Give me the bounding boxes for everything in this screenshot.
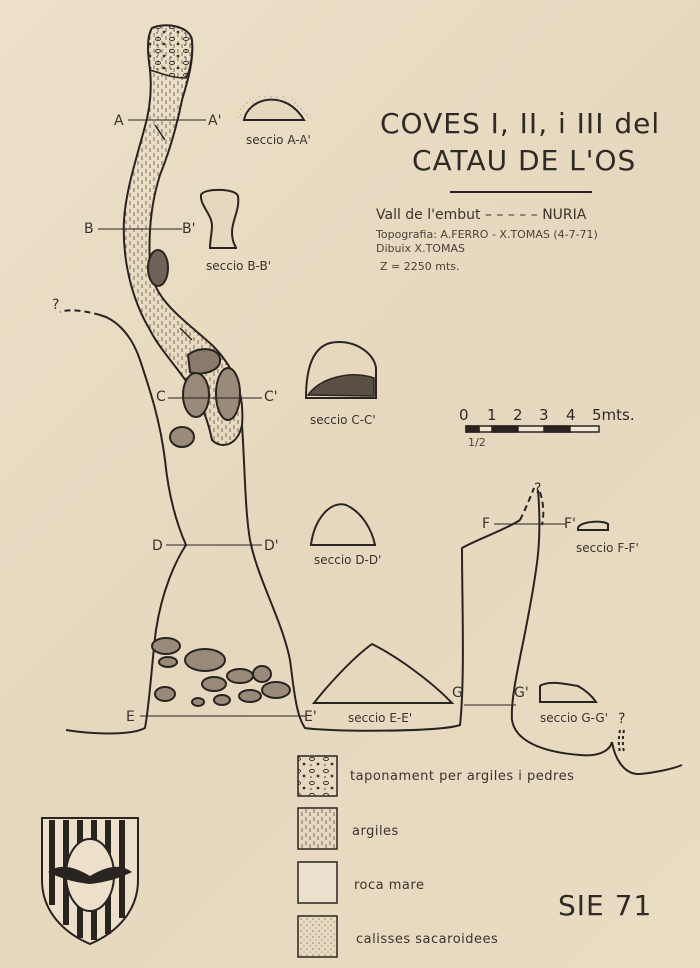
legend-box-argiles — [297, 807, 338, 850]
cross-sections — [199, 93, 609, 704]
section-caption-e: seccio E-E' — [348, 711, 413, 725]
main-passage — [122, 24, 244, 448]
sie-code: SIE 71 — [558, 889, 653, 922]
title-line-1: COVES I, II, i III del — [380, 107, 661, 140]
cut-label-d-right: D' — [264, 538, 279, 554]
location-text: Vall de l'embut – – – – – NURIA — [376, 207, 587, 223]
cut-label-b-left: B — [84, 221, 94, 237]
cut-label-c-left: C — [156, 389, 166, 405]
legend-boxes — [297, 755, 338, 958]
topografia-text: Topografia: A.FERRO - X.TOMAS (4-7-71) — [376, 228, 598, 241]
legend-box-taponament — [297, 755, 338, 797]
lower-boulders — [151, 637, 291, 707]
unknown-continuation-mark-3: ? — [618, 711, 626, 727]
unknown-continuation-mark-2: ? — [534, 481, 542, 497]
cut-label-g-left: G — [452, 685, 463, 701]
cut-label-a-left: A — [114, 113, 124, 129]
section-caption-a: seccio A-A' — [246, 133, 311, 147]
scale-tick-0: 0 — [459, 406, 469, 424]
cut-label-f-left: F — [482, 516, 491, 532]
cut-label-f-right: F' — [564, 516, 576, 532]
blockage-area — [147, 24, 193, 79]
section-lines — [98, 119, 566, 717]
legend-label-calisses: calisses sacaroidees — [356, 932, 499, 947]
legend-box-calisses — [297, 915, 338, 958]
section-caption-b: seccio B-B' — [206, 259, 271, 273]
cut-label-d-left: D — [152, 538, 163, 554]
cut-label-a-right: A' — [208, 113, 222, 129]
section-caption-g: seccio G-G' — [540, 711, 608, 725]
dibuix-text: Dibuix X.TOMAS — [376, 242, 465, 255]
cut-label-c-right: C' — [264, 389, 278, 405]
section-caption-d: seccio D-D' — [314, 553, 382, 567]
scale-tick-4: 4 — [566, 406, 576, 424]
section-caption-c: seccio C-C' — [310, 413, 376, 427]
legend-label-argiles: argiles — [352, 824, 399, 839]
club-shield-emblem — [41, 817, 139, 946]
legend-box-roca — [297, 861, 338, 904]
scale-tick-3: 3 — [539, 406, 549, 424]
cut-label-b-right: B' — [182, 221, 196, 237]
scale-tick-5: 5mts. — [592, 406, 635, 424]
scale-fraction: 1/2 — [468, 436, 486, 449]
cut-label-g-right: G' — [514, 685, 529, 701]
unknown-continuation-mark-1: ? — [52, 297, 60, 313]
legend-label-roca: roca mare — [354, 878, 425, 893]
title-line-2: CATAU DE L'OS — [412, 144, 637, 177]
boulder — [147, 249, 169, 287]
cut-label-e-right: E' — [304, 709, 317, 725]
section-caption-f: seccio F-F' — [576, 541, 639, 555]
scale-tick-2: 2 — [513, 406, 523, 424]
scale-bar — [465, 425, 600, 433]
altitude-text: Z = 2250 mts. — [380, 260, 460, 273]
cut-label-e-left: E — [126, 709, 135, 725]
legend-label-taponament: taponament per argiles i pedres — [350, 769, 575, 784]
scale-tick-1: 1 — [487, 406, 497, 424]
